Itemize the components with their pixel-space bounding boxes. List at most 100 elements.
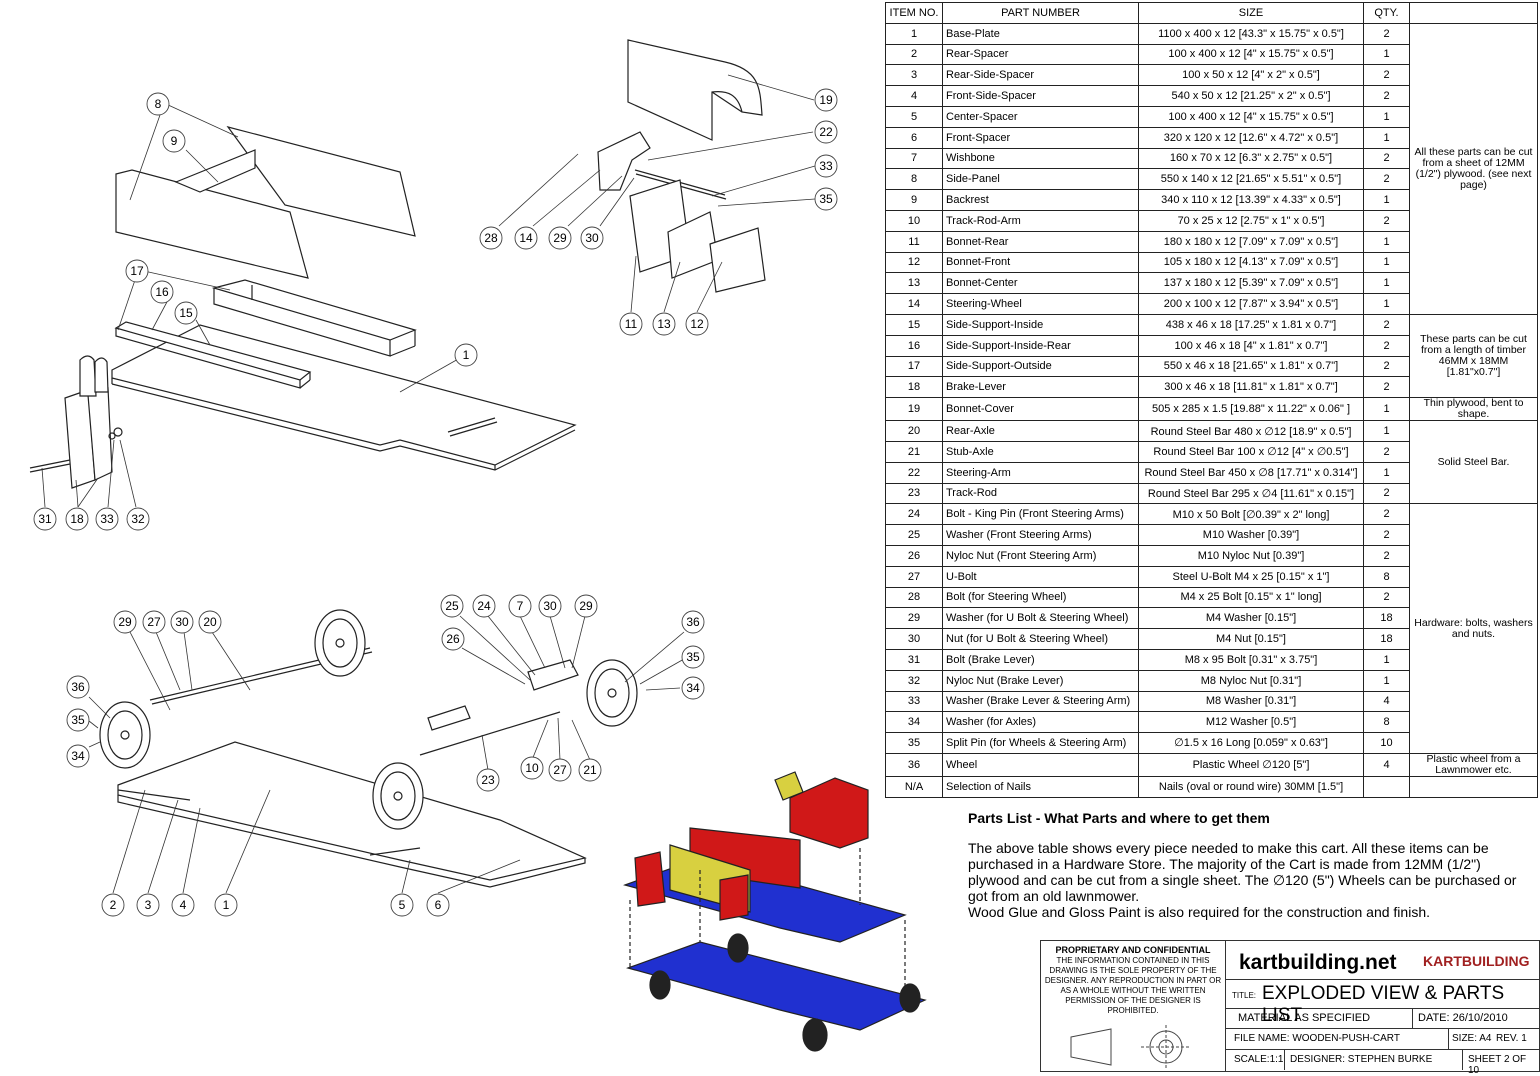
parts-description: Parts List - What Parts and where to get…: [968, 810, 1533, 920]
callout-circle: [126, 507, 150, 531]
cell-item-no: 9: [885, 189, 943, 211]
cell-note: Plastic wheel from a Lawnmower etc.: [1409, 752, 1538, 777]
cell-item-no: 28: [885, 586, 943, 609]
description-body: The above table shows every piece needed…: [968, 840, 1517, 904]
cell-note: All these parts can be cut from a sheet …: [1409, 22, 1538, 315]
cell-qty: 8: [1363, 711, 1410, 734]
cell-part-number: Wheel: [942, 752, 1139, 777]
cell-qty: 2: [1363, 440, 1410, 463]
cell-item-no: 33: [885, 690, 943, 713]
cell-size: Round Steel Bar 480 x ∅12 [18.9" x 0.5"]: [1138, 420, 1364, 442]
callout-circle: [170, 610, 194, 634]
callout-circle: [33, 507, 57, 531]
cell-qty: 2: [1363, 168, 1410, 191]
callout-24: 24: [472, 594, 496, 618]
cell-size: M4 x 25 Bolt [0.15" x 1" long]: [1138, 586, 1364, 609]
cell-item-no: 10: [885, 209, 943, 232]
cell-part-number: Stub-Axle: [942, 440, 1139, 463]
colored-base-bottom: [626, 941, 927, 1031]
callout-19: 19: [814, 88, 838, 112]
callout-33: 33: [814, 154, 838, 178]
callout-number: 29: [118, 615, 132, 629]
cell-item-no: 17: [885, 355, 943, 378]
callout-circle: [652, 312, 676, 336]
cell-note: Thin plywood, bent to shape.: [1409, 397, 1538, 422]
callout-number: 4: [180, 898, 187, 912]
cell-part-number: Track-Rod-Arm: [942, 209, 1139, 232]
cell-item-no: 27: [885, 565, 943, 588]
cell-item-no: 34: [885, 711, 943, 734]
callout-number: 30: [585, 231, 599, 245]
cell-part-number: Front-Side-Spacer: [942, 85, 1139, 107]
cell-size: 550 x 140 x 12 [21.65" x 5.51" x 0.5"]: [1138, 168, 1364, 191]
cell-part-number: Rear-Spacer: [942, 43, 1139, 66]
callout-number: 30: [175, 615, 189, 629]
callout-34: 34: [681, 676, 705, 700]
callout-circle: [814, 187, 838, 211]
callout-29: 29: [574, 594, 598, 618]
cell-part-number: Wishbone: [942, 147, 1139, 170]
colored-bonnet: [789, 777, 869, 849]
callout-11: 11: [619, 312, 643, 336]
cell-size: M4 Nut [0.15"]: [1138, 628, 1364, 650]
callout-27: 27: [142, 610, 166, 634]
cell-item-no: 4: [885, 85, 943, 107]
material-row: MATERIAL AS SPECIFIED DATE: 26/10/2010: [1226, 1008, 1539, 1029]
cell-part-number: Bolt (Brake Lever): [942, 648, 1139, 671]
cell-qty: 2: [1363, 586, 1410, 609]
callout-circle: [548, 226, 572, 250]
cell-item-no: N/A: [885, 775, 943, 798]
cell-part-number: Backrest: [942, 189, 1139, 211]
callout-circle: [66, 744, 90, 768]
cell-part-number: Side-Support-Inside-Rear: [942, 334, 1139, 357]
cell-size: Round Steel Bar 100 x ∅12 [4" x ∅0.5"]: [1138, 440, 1364, 463]
callout-circle: [520, 756, 544, 780]
cell-qty: 1: [1363, 126, 1410, 149]
cell-item-no: 30: [885, 628, 943, 650]
callout-12: 12: [685, 312, 709, 336]
site-name: kartbuilding.net: [1239, 951, 1397, 974]
wheel-rear-right: [314, 609, 366, 677]
cell-part-number: Side-Panel: [942, 168, 1139, 191]
cell-size: 300 x 46 x 18 [11.81" x 1.81" x 0.7"]: [1138, 376, 1364, 399]
cell-size: 340 x 110 x 12 [13.39" x 4.33" x 0.5"]: [1138, 189, 1364, 211]
cell-size: 438 x 46 x 18 [17.25" x 1.81 x 0.7"]: [1138, 313, 1364, 336]
callout-29: 29: [548, 226, 572, 250]
cell-item-no: 2: [885, 43, 943, 66]
callout-circle: [65, 507, 89, 531]
cell-qty: 2: [1363, 524, 1410, 546]
callout-number: 16: [155, 285, 169, 299]
callout-circle: [426, 893, 450, 917]
callout-circle: [814, 154, 838, 178]
callout-circle: [150, 280, 174, 304]
callout-21: 21: [578, 758, 602, 782]
drawing-title: EXPLODED VIEW & PARTS LIST: [1262, 983, 1505, 1026]
cell-size: 105 x 180 x 12 [4.13" x 7.09" x 0.5"]: [1138, 251, 1364, 274]
callout-circle: [681, 676, 705, 700]
cell-qty: 1: [1363, 420, 1410, 442]
cell-item-no: 23: [885, 482, 943, 505]
callout-18: 18: [65, 507, 89, 531]
callout-circle: [441, 627, 465, 651]
callout-13: 13: [652, 312, 676, 336]
callout-number: 7: [517, 599, 524, 613]
callout-number: 19: [819, 93, 833, 107]
part-bonnet-front: [709, 227, 766, 293]
cell-qty: 2: [1363, 334, 1410, 357]
callout-32: 32: [126, 507, 150, 531]
callout-26: 26: [441, 627, 465, 651]
cell-size: Round Steel Bar 450 x ∅8 [17.71" x 0.314…: [1138, 461, 1364, 484]
callout-circle: [390, 893, 414, 917]
cell-size: Nails (oval or round wire) 30MM [1.5"]: [1138, 775, 1364, 798]
cell-part-number: Side-Support-Inside: [942, 313, 1139, 336]
description-body-2: Wood Glue and Gloss Paint is also requir…: [968, 904, 1430, 920]
callout-number: 3: [145, 898, 152, 912]
cell-part-number: Washer (for U Bolt & Steering Wheel): [942, 607, 1139, 630]
callout-30: 30: [170, 610, 194, 634]
